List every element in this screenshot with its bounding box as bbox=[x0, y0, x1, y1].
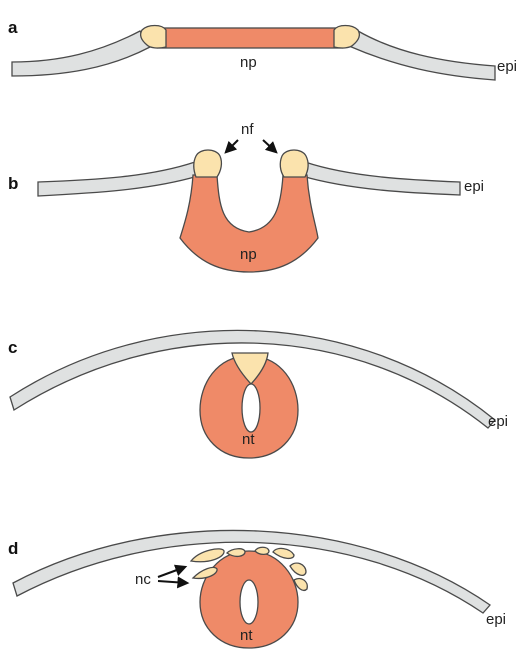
neural-crest-cell bbox=[191, 549, 224, 562]
panel-d-nc-arrow-lower bbox=[158, 581, 187, 583]
panel-b-nf-label: nf bbox=[241, 121, 254, 138]
panel-b-nf-arrow-right bbox=[263, 140, 276, 152]
panel-b-nf-arrow-left bbox=[226, 140, 238, 152]
panel-b-neural-fold-right bbox=[280, 150, 308, 177]
panel-c: c nt epi bbox=[8, 330, 508, 458]
panel-d: d nc nt epi bbox=[8, 530, 506, 648]
neural-crest-cell bbox=[227, 549, 245, 557]
panel-b-epidermis-left bbox=[38, 162, 198, 196]
panel-d-neural-tube-lumen bbox=[240, 580, 258, 624]
panel-c-neural-tube-lumen bbox=[242, 384, 260, 432]
panel-d-letter: d bbox=[8, 539, 18, 558]
panel-c-nt-label: nt bbox=[242, 431, 255, 448]
panel-a-epi-label: epi bbox=[497, 58, 517, 75]
panel-d-nt-label: nt bbox=[240, 627, 253, 644]
neural-crest-cell bbox=[290, 563, 306, 575]
panel-a-neural-plate bbox=[160, 28, 340, 48]
panel-a-epidermis-right bbox=[349, 31, 495, 80]
panel-b-epi-label: epi bbox=[464, 178, 484, 195]
neural-crest-cell bbox=[255, 547, 269, 554]
panel-b-epidermis-right bbox=[302, 162, 460, 195]
neural-crest-cell bbox=[273, 548, 294, 558]
panel-d-epi-label: epi bbox=[486, 611, 506, 628]
panel-a: a np epi bbox=[8, 18, 517, 80]
panel-c-epi-label: epi bbox=[488, 413, 508, 430]
panel-b: b nf np epi bbox=[8, 121, 484, 272]
panel-c-letter: c bbox=[8, 338, 17, 357]
panel-b-letter: b bbox=[8, 174, 18, 193]
panel-d-nc-arrow-upper bbox=[158, 567, 185, 577]
panel-b-neural-fold-left bbox=[194, 150, 222, 177]
panel-a-epidermis-left bbox=[12, 31, 150, 76]
panel-b-np-label: np bbox=[240, 246, 257, 263]
panel-d-nc-label: nc bbox=[135, 571, 151, 588]
panel-a-np-label: np bbox=[240, 54, 257, 71]
panel-a-letter: a bbox=[8, 18, 18, 37]
